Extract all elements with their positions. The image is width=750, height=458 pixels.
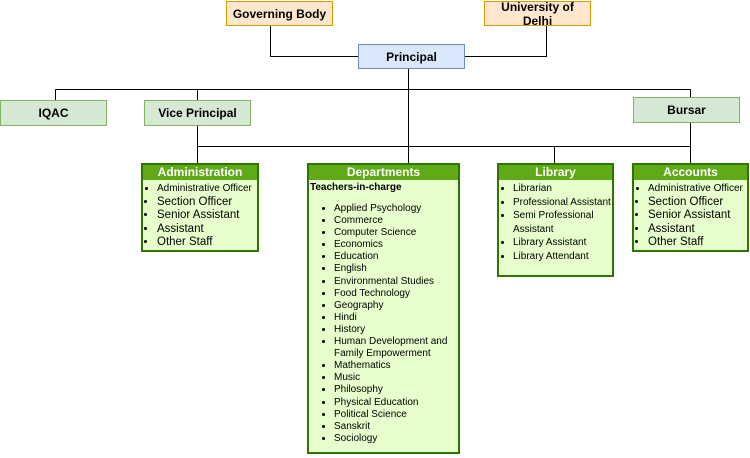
list-item: Mathematics [334, 360, 458, 372]
list-item: Senior Assistant [157, 209, 257, 223]
list-item: Economics [334, 239, 458, 251]
principal-node[interactable]: Principal [358, 44, 465, 69]
administration-panel[interactable]: Administration Administrative Officer Se… [141, 163, 259, 252]
list-item: Professional Assistant [513, 196, 612, 210]
list-item: Human Development and Family Empowerment [334, 336, 458, 360]
list-item: Semi Professional Assistant [513, 209, 612, 236]
accounts-panel[interactable]: Accounts Administrative Officer Section … [632, 163, 749, 252]
list-item: Assistant [157, 223, 257, 237]
list-item: Commerce [334, 215, 458, 227]
library-header: Library [499, 165, 612, 180]
list-item: Section Officer [648, 196, 747, 210]
list-item: Sociology [334, 433, 458, 445]
list-item: Political Science [334, 409, 458, 421]
university-connector [465, 26, 547, 57]
list-item: Hindi [334, 312, 458, 324]
list-item: Other Staff [157, 236, 257, 250]
list-item: Geography [334, 300, 458, 312]
administration-list: Administrative Officer Section Officer S… [143, 182, 257, 250]
list-item: Library Assistant [513, 236, 612, 250]
library-list: Librarian Professional Assistant Semi Pr… [499, 182, 612, 263]
list-item: History [334, 324, 458, 336]
list-item: Other Staff [648, 236, 747, 250]
governing-body-node[interactable]: Governing Body [226, 1, 333, 26]
list-item: English [334, 263, 458, 275]
iqac-node[interactable]: IQAC [0, 100, 107, 126]
list-item: Philosophy [334, 384, 458, 396]
list-item: Physical Education [334, 397, 458, 409]
list-item: Sanskrit [334, 421, 458, 433]
accounts-list: Administrative Officer Section Officer S… [634, 182, 747, 250]
list-item: Senior Assistant [648, 209, 747, 223]
list-item: Library Attendant [513, 250, 612, 264]
list-item: Food Technology [334, 288, 458, 300]
library-panel[interactable]: Library Librarian Professional Assistant… [497, 163, 614, 277]
list-item: Section Officer [157, 196, 257, 210]
governing-body-connector [270, 26, 358, 57]
panel-level-bar [197, 123, 691, 147]
list-item: Environmental Studies [334, 276, 458, 288]
university-of-delhi-node[interactable]: University of Delhi [484, 0, 591, 28]
teachers-in-charge-heading: Teachers-in-charge [310, 182, 402, 193]
list-item: Administrative Officer [648, 182, 747, 196]
accounts-header: Accounts [634, 165, 747, 180]
list-item: Applied Psychology [334, 203, 458, 215]
list-item: Computer Science [334, 227, 458, 239]
departments-panel[interactable]: Departments Teachers-in-charge Applied P… [307, 163, 460, 454]
list-item: Administrative Officer [157, 182, 257, 196]
list-item: Librarian [513, 182, 612, 196]
list-item: Music [334, 372, 458, 384]
departments-header: Departments [309, 165, 458, 180]
administration-header: Administration [143, 165, 257, 180]
vice-principal-node[interactable]: Vice Principal [144, 100, 251, 126]
list-item: Education [334, 251, 458, 263]
bursar-node[interactable]: Bursar [633, 97, 740, 123]
departments-list: Applied Psychology Commerce Computer Sci… [309, 203, 458, 445]
list-item: Assistant [648, 223, 747, 237]
